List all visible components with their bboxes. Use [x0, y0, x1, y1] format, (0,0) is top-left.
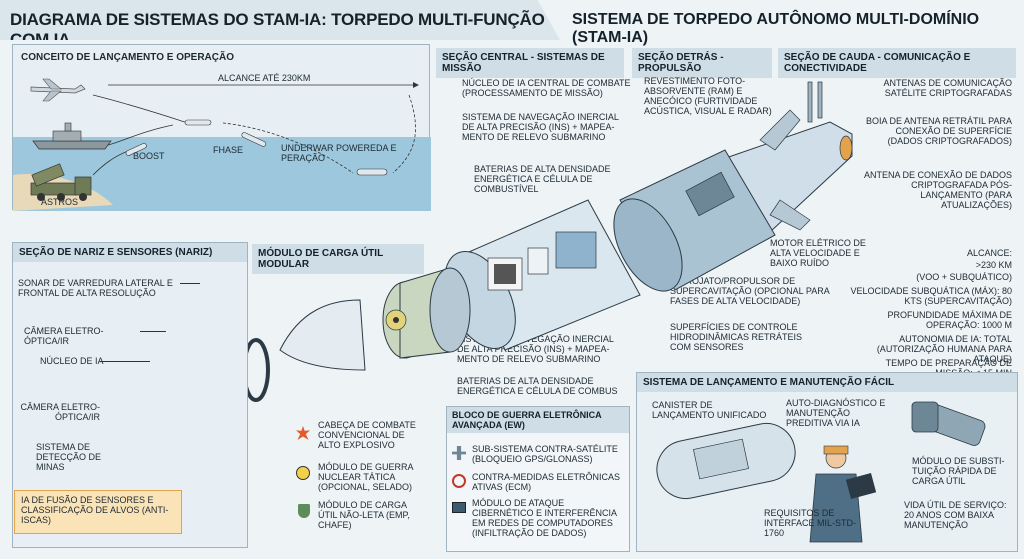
leader-line — [140, 331, 166, 332]
signal-icon — [452, 474, 466, 488]
spec-range-value: >230 KM — [975, 260, 1012, 270]
module-icon — [911, 401, 986, 446]
payload-title: MÓDULO DE CARGA ÚTIL MODULAR — [252, 244, 424, 274]
maint-life: VIDA ÚTIL DE SERVIÇO: 20 ANOS COM BAIXA … — [904, 500, 1007, 530]
missile-icon — [241, 132, 267, 147]
nose-camera-1: CÂMERA ELETRO-ÓPTICA/IR — [24, 326, 104, 346]
technician-icon — [809, 445, 877, 543]
ew-panel: BLOCO DE GUERRA ELETRÔNICA AVANÇADA (EW) — [446, 406, 630, 552]
nose-title: SEÇÃO DE NARIZ E SENSORES (NARIZ) — [13, 243, 247, 262]
nose-camera-2: CÂMERA ELETRO-ÓPTICA/IR — [20, 402, 100, 422]
airplane-icon — [30, 78, 86, 102]
tail-datalink: ANTENA DE CONEXÃO DE DADOS CRIPTOGRAFADA… — [863, 170, 1012, 210]
radiation-icon — [296, 466, 310, 480]
maintenance-scene — [656, 401, 986, 543]
shield-icon — [298, 504, 310, 518]
nose-sonar: SONAR DE VARREDURA LATERAL E FRONTAL DE … — [18, 278, 173, 298]
radiation-icon — [385, 309, 407, 331]
rear-coating: REVESTIMENTO FOTO-ABSORVENTE (RAM) E ANE… — [644, 76, 772, 116]
warhead-cone — [279, 299, 366, 371]
missile-icon — [184, 119, 212, 126]
tail-buoy: BOIA DE ANTENA RETRÁTIL PARA CONEXÃO DE … — [865, 116, 1012, 146]
astros-label: ASTROS — [41, 197, 79, 207]
tail-sat: ANTENAS DE COMUNICAÇÃO SATÉLITE CRIPTOGR… — [883, 78, 1012, 98]
rear-fins: SUPERFÍCIES DE CONTROLE HIDRODINÂMICAS R… — [670, 322, 803, 352]
spec-depth: PROFUNDIDADE MÁXIMA DE OPERAÇÃO: 1000 M — [887, 310, 1012, 330]
launcher-truck-icon — [30, 163, 92, 201]
title-right: SISTEMA DE TORPEDO AUTÔNOMO MULTI-DOMÍNI… — [572, 11, 980, 46]
rear-title: SEÇÃO DETRÁS - PROPULSÃO — [632, 48, 772, 78]
central-title: SEÇÃO CENTRAL - SISTEMAS DE MISSÃO — [436, 48, 624, 78]
maint-canister: CANISTER DE LANÇAMENTO UNIFICADO — [652, 400, 767, 420]
central-ai-core: NÚCLEO DE IA CENTRAL DE COMBATE (PROCESS… — [462, 78, 631, 98]
payload-nuclear: MÓDULO DE GUERRA NUCLEAR TÁTICA (OPCIONA… — [318, 462, 414, 492]
ew-cyber: MÓDULO DE ATAQUE CIBERNÉTICO E INTERFERÊ… — [472, 498, 617, 538]
rear-hydrojet: HIDROJATO/PROPULSOR DE SUPERCAVITAÇÃO (O… — [670, 276, 830, 306]
central-ins: SISTEMA DE NAVEGAÇÃO INERCIAL DE ALTA PR… — [462, 112, 619, 142]
laptop-icon — [452, 502, 466, 513]
boost-label: BOOST — [133, 151, 165, 161]
tail-title: SEÇÃO DE CAUDA - COMUNICAÇÃO E CONECTIVI… — [778, 48, 1016, 78]
spec-range-label: ALCANCE: — [966, 248, 1012, 258]
battery-icon — [555, 231, 597, 269]
central-batteries-2: BATERIAS DE ALTA DENSIDADE ENERGÉTICA E … — [457, 376, 618, 396]
payload-conventional: CABEÇA DE COMBATE CONVENCIONAL DE ALTO E… — [318, 420, 416, 450]
title-left: DIAGRAMA DE SISTEMAS DO STAM-IA: TORPEDO… — [0, 0, 560, 40]
ew-antisat: SUB-SISTEMA CONTRA-SATÉLITE (BLOQUEIO GP… — [472, 444, 618, 464]
launch-maint-title: SISTEMA DE LANÇAMENTO E MANUTENÇÃO FÁCIL — [637, 373, 1017, 392]
ew-ecm: CONTRA-MEDIDAS ELETRÔNICAS ATIVAS (ECM) — [472, 472, 621, 492]
maint-module: MÓDULO DE SUBSTI-TUIÇÃO RÁPIDA DE CARGA … — [912, 456, 1005, 486]
spec-autonomy: AUTONOMIA DE IA: TOTAL (AUTORIZAÇÃO HUMA… — [876, 334, 1012, 364]
rear-motor: MOTOR ELÉTRICO DE ALTA VELOCIDADE E BAIX… — [770, 238, 866, 268]
spec-speed: VELOCIDADE SUBQUÁTICA (MÁX): 80 KTS (SUP… — [850, 286, 1012, 306]
range-label: ALCANCE ATÉ 230KM — [218, 73, 311, 83]
missile-icon — [125, 143, 147, 156]
central-ins-2: SISTEMA DE NAVEGAÇÃO INERCIAL DE ALTA PR… — [457, 334, 614, 364]
launch-concept-title: CONCEITO DE LANÇAMENTO E OPERAÇÃO — [21, 52, 234, 63]
explosion-icon — [296, 426, 310, 440]
canister-icon — [656, 422, 796, 500]
spec-range-note: (VOO + SUBQUÁTICO) — [916, 272, 1012, 282]
nose-fusion: IA DE FUSÃO DE SENSORES E CLASSIFICAÇÃO … — [14, 490, 182, 534]
launch-concept-panel: CONCEITO DE LANÇAMENTO E OPERAÇÃO — [12, 44, 431, 211]
leader-line — [180, 283, 200, 284]
tablet-icon — [845, 472, 877, 500]
central-batteries: BATERIAS DE ALTA DENSIDADE ENERGÉTICA E … — [474, 164, 611, 194]
ew-title: BLOCO DE GUERRA ELETRÔNICA AVANÇADA (EW) — [447, 407, 629, 433]
underwater-label: UNDERWAR POWEREDA E PERAÇÃO — [281, 143, 397, 163]
ship-icon — [32, 122, 112, 150]
nose-ai: NÚCLEO DE IA — [40, 356, 104, 366]
payload-nonlethal: MÓDULO DE CARGA ÚTIL NÃO-LETA (EMP, CHAF… — [318, 500, 410, 530]
launch-scene — [13, 78, 431, 211]
ai-chip-icon — [487, 257, 523, 291]
leader-line — [100, 361, 150, 362]
nose-mines: SISTEMA DE DETECÇÃO DE MINAS — [36, 442, 102, 472]
torpedo-icon — [356, 168, 388, 176]
maint-diag: AUTO-DIAGNÓSTICO E MANUTENÇÃO PREDITIVA … — [786, 398, 886, 428]
maint-interface: REQUISITOS DE INTERFACE MIL-STD-1760 — [764, 508, 857, 538]
fhase-label: FHASE — [213, 145, 244, 155]
